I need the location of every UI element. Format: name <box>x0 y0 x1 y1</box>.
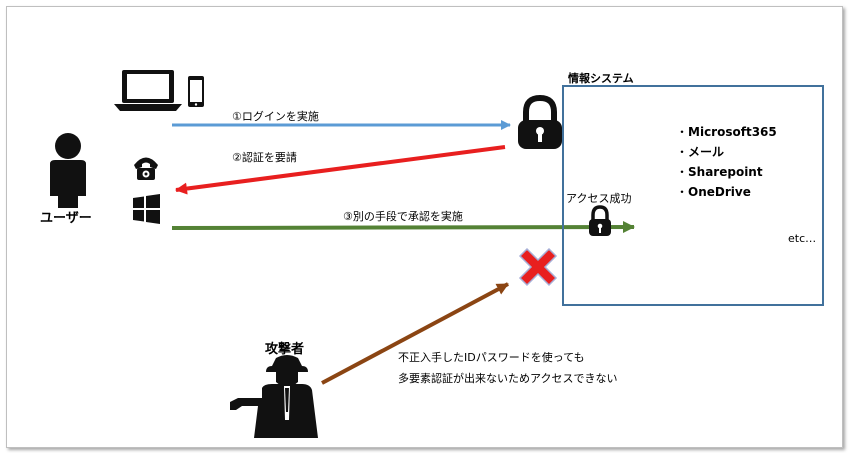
service-item: OneDrive <box>676 182 777 202</box>
access-success-label: アクセス成功 <box>566 192 632 205</box>
phone-icon <box>134 157 158 180</box>
smartphone-icon <box>188 76 204 107</box>
service-list: Microsoft365 メール Sharepoint OneDrive <box>676 122 777 202</box>
attacker-label: 攻撃者 <box>265 342 305 357</box>
blocked-icon <box>518 247 558 287</box>
lock-icon <box>589 205 611 236</box>
laptop-icon <box>114 70 182 111</box>
request-arrow <box>175 145 506 195</box>
step3-label: ③別の手段で承認を実施 <box>343 210 463 223</box>
attacker-note-line1: 不正入手したIDパスワードを使っても <box>398 351 585 364</box>
attacker-icon <box>230 355 318 438</box>
step1-label: ①ログインを実施 <box>232 110 319 123</box>
service-item: Microsoft365 <box>676 122 777 142</box>
attacker-note-line2: 多要素認証が出来ないためアクセスできない <box>398 372 618 385</box>
etc-label: etc… <box>788 232 817 245</box>
approve-arrow <box>171 221 635 234</box>
windows-icon <box>133 194 160 224</box>
service-item: メール <box>676 142 777 162</box>
information-system-box <box>562 85 824 306</box>
user-label: ユーザー <box>40 211 92 226</box>
service-item: Sharepoint <box>676 162 777 182</box>
information-system-title: 情報システム <box>568 72 634 85</box>
user-icon <box>50 133 86 208</box>
step2-label: ②認証を要請 <box>232 151 297 164</box>
attack-arrow <box>321 282 509 385</box>
lock-icon <box>518 94 562 149</box>
